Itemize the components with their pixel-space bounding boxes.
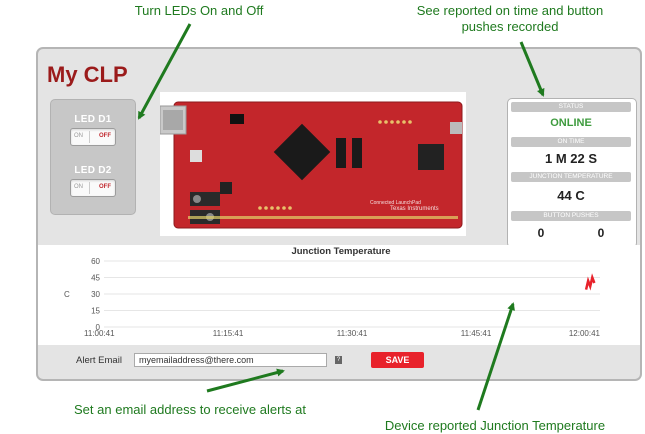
toggle-divider	[89, 131, 90, 143]
x-tick-label: 11:15:41	[213, 329, 244, 338]
alert-email-input[interactable]	[134, 353, 327, 367]
y-tick-label: 60	[91, 257, 100, 266]
x-tick-label: 12:00:41	[569, 329, 601, 338]
status-value: ONLINE	[550, 117, 592, 129]
junction-temperature-chart: 0 15 30 45 60C 11:00:41 11:15:41 11:30:41 11:45:…	[64, 257, 601, 338]
status-header: STATUS	[511, 102, 631, 112]
save-button[interactable]: SAVE	[371, 352, 424, 368]
junction-value: 44 C	[557, 188, 585, 203]
led-d1-on-label: ON	[74, 133, 83, 139]
board-brand-text: Texas Instruments	[390, 206, 439, 212]
on-time-header: ON TIME	[511, 137, 631, 147]
toggle-divider	[89, 182, 90, 194]
annotation-leds: Turn LEDs On and Off	[134, 3, 264, 18]
x-tick-label: 11:45:41	[461, 329, 492, 338]
led-d1-off-label: OFF	[99, 133, 111, 139]
led-d2-toggle[interactable]: ON OFF	[70, 179, 116, 197]
y-tick-label: 15	[91, 307, 100, 316]
y-axis-label: C	[64, 290, 70, 299]
app-title: My CLP	[47, 62, 128, 87]
y-tick-label: 45	[91, 274, 100, 283]
button1-count: 0	[537, 226, 545, 240]
help-icon[interactable]: ?	[335, 356, 342, 364]
button2-count: 0	[597, 226, 605, 240]
email-bar: Alert Email ? SAVE	[38, 348, 640, 375]
led-d2-on-label: ON	[74, 184, 83, 190]
led-d1-toggle[interactable]: ON OFF	[70, 128, 116, 146]
y-tick-label: 0	[96, 323, 101, 332]
alert-email-label: Alert Email	[76, 355, 122, 366]
app-window: My CLP LED D1 ON OFF LED D2 ON OFF	[36, 47, 642, 381]
led-d2-off-label: OFF	[99, 184, 111, 190]
chart-title: Junction Temperature	[291, 246, 391, 257]
status-panel: STATUS ONLINE ON TIME 1 M 22 S JUNCTION …	[507, 98, 637, 248]
board-sub-text: Connected LaunchPad	[370, 200, 421, 206]
on-time-value: 1 M 22 S	[544, 151, 598, 166]
junction-header: JUNCTION TEMPERATURE	[511, 172, 631, 182]
led-d1-label: LED D1	[74, 114, 112, 125]
y-tick-label: 30	[91, 290, 100, 299]
series-line	[584, 273, 596, 291]
annotation-status-line2: pushes recorded	[461, 19, 559, 34]
x-tick-label: 11:30:41	[337, 329, 368, 338]
annotation-email: Set an email address to receive alerts a…	[74, 402, 306, 417]
led-d2-label: LED D2	[74, 165, 112, 176]
led-panel: LED D1 ON OFF LED D2 ON OFF	[50, 99, 136, 215]
x-tick-label: 11:00:41	[84, 329, 115, 338]
button-pushes-header: BUTTON PUSHES	[511, 211, 631, 221]
annotation-temperature: Device reported Junction Temperature	[384, 418, 606, 433]
board-image: Texas Instruments Connected LaunchPad	[160, 92, 466, 236]
annotation-status-line1: See reported on time and button	[416, 3, 604, 18]
